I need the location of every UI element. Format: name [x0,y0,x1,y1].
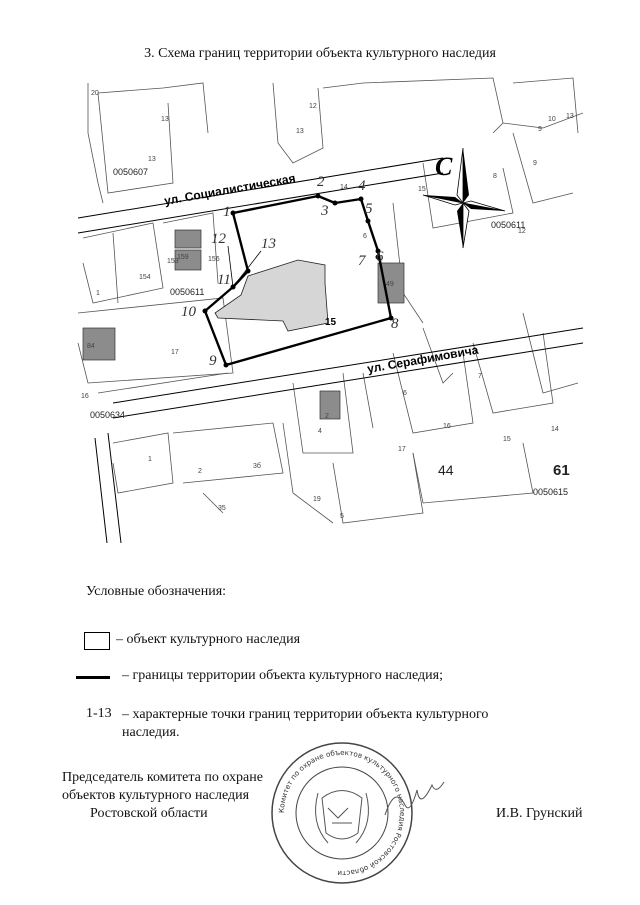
parcel-label: 1 [148,456,152,463]
cadastral-label: 0050607 [113,167,148,177]
parcel-label: 16 [81,393,89,400]
parcel-label: 12 [309,103,317,110]
compass-letter: C [435,152,453,181]
point-label-6: 6 [376,249,384,265]
parcel-label: 4 [318,428,322,435]
parcel-label: 17 [398,446,406,453]
street-edges [77,157,583,543]
parcel-label: 14 [551,426,559,433]
parcel-label: 84 [87,343,95,350]
parcel-label: 20 [91,90,99,97]
parcel-label: 13 [566,113,574,120]
object-parcel-label: 15 [325,317,337,328]
parcel-label: 13 [148,156,156,163]
point-label-5: 5 [365,201,373,217]
parcel-label: 16 [443,423,451,430]
point-label-7: 7 [358,253,367,269]
parcel-label-large: 44 [438,462,454,478]
legend-points-text: – характерные точки границ территории об… [122,707,489,740]
parcel-label: 15 [503,436,511,443]
parcel-label: 9 [538,126,542,133]
parcel-label: 2 [325,413,329,420]
parcel-grid [77,77,583,524]
legend-heading: Условные обозначения: [86,584,227,599]
parcel-label: 9 [533,160,537,167]
page-title: 3. Схема границ территории объекта культ… [144,46,496,61]
cadastral-label: 0050611 [491,220,525,230]
parcel-label: 49 [386,281,394,288]
signer-name: И.В. Грунский [496,806,583,821]
parcel-label: 12 [518,228,526,235]
point-label-12: 12 [211,231,227,247]
signature-mark [384,781,445,816]
legend-object-swatch [84,632,110,650]
parcel-label: 7 [478,373,482,380]
parcel-label: 35 [218,505,226,512]
official-seal: Комитет по охране объектов культурного н… [271,742,413,884]
parcel-label: 156 [208,256,220,263]
parcel-label: 19 [313,496,321,503]
point-label-9: 9 [209,353,217,369]
parcel-label: 5 [340,513,344,520]
point-label-11: 11 [217,272,231,288]
parcel-label: 1 [96,290,100,297]
heritage-object [214,259,329,332]
north-arrow: C [422,147,506,249]
parcel-label: 14 [340,184,348,191]
parcel-label: 159 [177,254,189,261]
point-label-10: 10 [181,304,197,320]
position-line-2: объектов культурного наследия [62,788,250,803]
point-label-8: 8 [391,316,399,332]
parcel-label: 8 [493,173,497,180]
cadastral-label: 0050634 [90,410,125,420]
cadastral-map: 1 2 3 4 5 6 7 8 9 10 11 12 13 ул. Социал… [77,77,583,543]
legend-boundary-text: – границы территории объекта культурного… [122,668,443,683]
parcel-label: 6 [363,233,367,240]
parcel-label: 2 [198,468,202,475]
parcel-label-large: 61 [553,462,570,479]
point-label-4: 4 [358,178,366,194]
position-line-1: Председатель комитета по охране [62,770,263,785]
street-label-serafimovicha: ул. Серафимовича [366,343,480,376]
parcel-label: 3б [253,462,261,470]
legend-points-key: 1-13 [86,706,112,721]
cadastral-label: 0050615 [533,487,568,497]
point-label-3: 3 [320,203,329,219]
legend-object-text: – объект культурного наследия [116,632,301,647]
parcel-label: 154 [139,274,151,281]
point-label-13: 13 [261,236,276,252]
parcel-label: 153 [167,258,179,265]
parcel-label: 17 [171,349,179,356]
parcel-label: 15 [418,186,426,193]
parcel-label: 13 [161,116,169,123]
street-label-socialisticheskaya: ул. Социалистическая [163,171,296,208]
point-label-1: 1 [223,204,231,220]
cadastral-label: 0050611 [170,287,204,297]
position-line-3: Ростовской области [90,806,208,821]
parcel-label: 13 [296,128,304,135]
parcel-label: 10 [548,116,556,123]
buildings [82,229,405,420]
legend-boundary-swatch [76,676,110,679]
parcel-label: 6 [403,390,407,397]
point-label-2: 2 [317,174,325,190]
